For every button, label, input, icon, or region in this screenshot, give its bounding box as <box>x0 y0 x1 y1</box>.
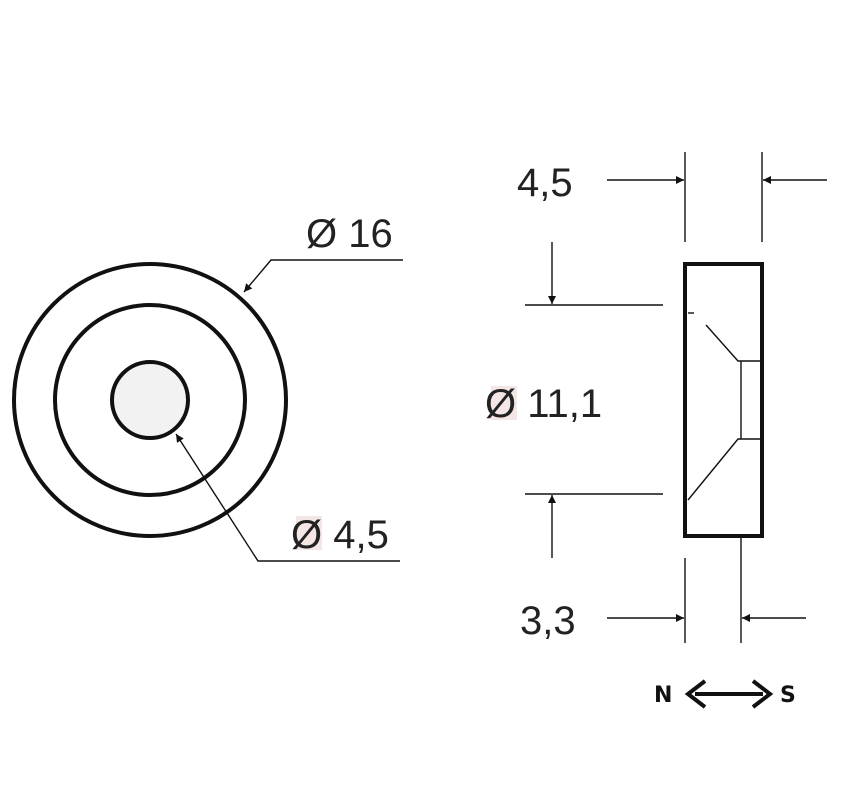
hole-diameter-dimension: Ø 4,5 <box>175 433 400 562</box>
outer-ring <box>12 262 288 538</box>
magnet-side-outline <box>683 262 764 538</box>
hole-diameter-label: Ø 4,5 <box>291 513 389 557</box>
south-pole-label: S <box>780 683 796 708</box>
countersink-ring <box>53 303 247 497</box>
diameter-symbol-highlight-2 <box>491 386 517 420</box>
north-pole-label: N <box>654 683 672 708</box>
front-view: Ø 16 Ø 4,5 <box>12 212 403 562</box>
thickness-dimension: 4,5 <box>517 152 827 242</box>
countersink-diameter-dimension: Ø 11,1 <box>485 242 663 558</box>
countersink-upper-edge <box>705 324 762 362</box>
center-hole <box>110 360 190 440</box>
thickness-label: 4,5 <box>517 161 573 205</box>
double-arrow-icon <box>684 679 774 709</box>
side-view: 4,5 Ø 11,1 3,3 N S <box>485 152 827 709</box>
magnetization-indicator: N S <box>654 679 796 709</box>
outer-diameter-label: Ø 16 <box>306 212 393 256</box>
diameter-symbol-highlight <box>296 516 322 550</box>
countersink-diameter-label: Ø 11,1 <box>485 382 602 426</box>
hole-diameter-leader <box>175 433 400 562</box>
outer-diameter-dimension: Ø 16 <box>243 212 403 293</box>
countersink-depth-label: 3,3 <box>520 599 576 643</box>
outer-diameter-leader <box>243 259 403 293</box>
countersink-depth-dimension: 3,3 <box>520 538 806 643</box>
countersink-lower-edge <box>687 438 762 501</box>
